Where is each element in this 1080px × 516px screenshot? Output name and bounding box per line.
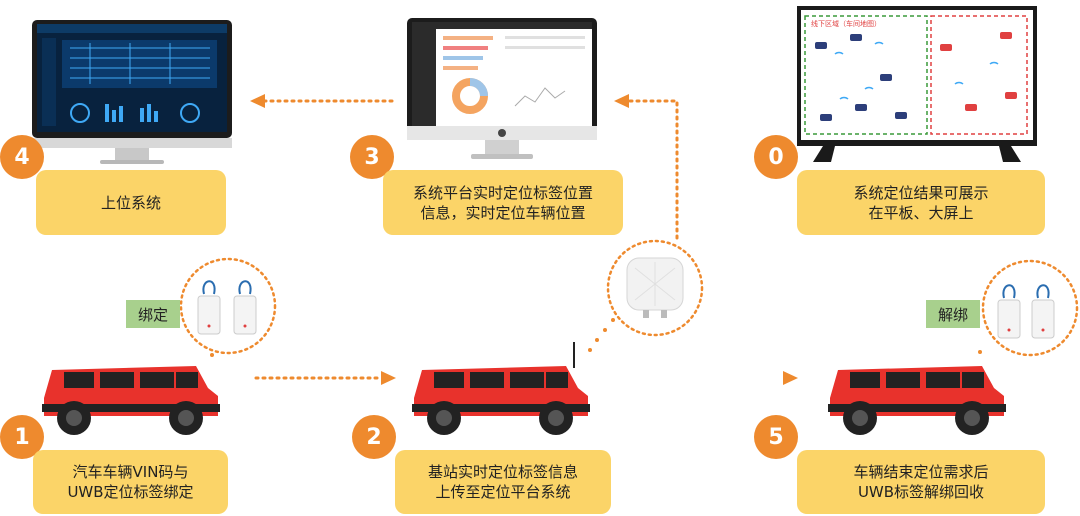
- step-number-2: 2: [352, 415, 396, 459]
- tv-bigscreen: 线下区域（车间地图）: [795, 4, 1040, 162]
- red-suv-icon: [412, 342, 590, 435]
- unbind-tag: 解绑: [926, 300, 980, 328]
- monitor-platform: [405, 16, 600, 166]
- uwb-tag-bubble-unbind: [980, 258, 1080, 358]
- monitor-upper-system: [30, 18, 235, 168]
- dashboard-monitor-graphic: [32, 20, 232, 164]
- tv-zone-label: 线下区域（车间地图）: [811, 19, 881, 28]
- red-suv-icon: [42, 366, 220, 435]
- bind-tag: 绑定: [126, 300, 180, 328]
- uwb-tag-bubble-bind: [178, 256, 278, 356]
- red-suv-icon: [828, 366, 1006, 435]
- step-caption-2: 基站实时定位标签信息 上传至定位平台系统: [395, 450, 611, 514]
- platform-monitor-graphic: [407, 18, 597, 159]
- step-caption-0: 系统定位结果可展示 在平板、大屏上: [797, 170, 1045, 235]
- step-caption-4: 上位系统: [36, 170, 226, 235]
- tv-graphic: 线下区域（车间地图）: [797, 6, 1037, 162]
- step-caption-3: 系统平台实时定位标签位置 信息，实时定位车辆位置: [383, 170, 623, 235]
- step-number-4: 4: [0, 135, 44, 179]
- step-number-0: 0: [754, 135, 798, 179]
- step-number-5: 5: [754, 415, 798, 459]
- step-caption-5: 车辆结束定位需求后 UWB标签解绑回收: [797, 450, 1045, 514]
- base-station-bubble: [605, 238, 705, 338]
- step-caption-1: 汽车车辆VIN码与 UWB定位标签绑定: [33, 450, 228, 514]
